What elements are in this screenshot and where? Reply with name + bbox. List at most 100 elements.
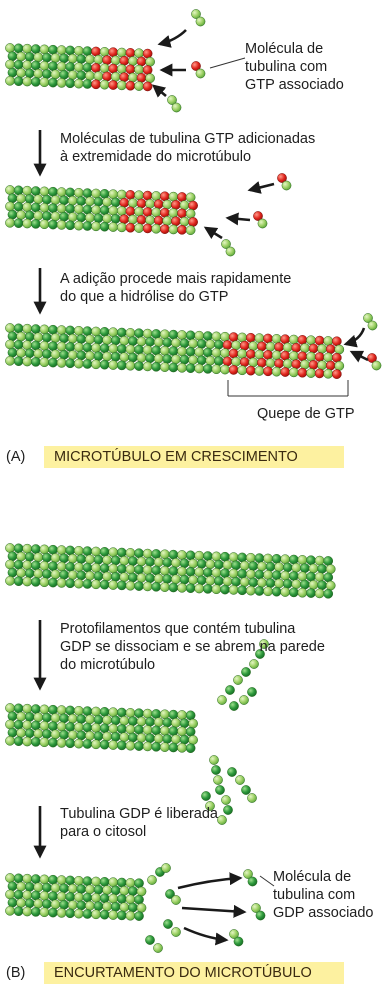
- microtubule-subunit: [56, 561, 67, 572]
- microtubule-subunit: [5, 201, 15, 212]
- microtubule-subunit: [116, 877, 127, 888]
- microtubule-subunit: [73, 545, 84, 556]
- microtubule-subunit: [159, 725, 170, 736]
- microtubule-subunit: [73, 908, 84, 919]
- microtubule-subunit: [136, 903, 147, 913]
- microtubule-subunit: [56, 721, 67, 732]
- microtubule-subunit: [128, 72, 138, 83]
- microtubule-subunit: [282, 562, 293, 573]
- microtubule-subunit: [257, 341, 267, 352]
- microtubule-subunit: [239, 357, 250, 367]
- microtubule-subunit: [39, 186, 50, 197]
- microtubule-subunit: [185, 583, 196, 594]
- microtubule-subunit: [56, 220, 67, 230]
- microtubule-subunit: [162, 354, 173, 364]
- microtubule-subunit: [48, 577, 58, 588]
- microtubule-subunit: [125, 878, 136, 888]
- microtubule-subunit: [91, 63, 101, 73]
- microtubule-subunit: [280, 570, 291, 581]
- panel-a-title-banner: MICROTÚBULO EM CRESCIMENTO: [44, 446, 344, 468]
- microtubule-subunit: [99, 327, 110, 337]
- microtubule-subunit: [142, 223, 153, 234]
- microtubule-subunit: [82, 79, 93, 89]
- microtubule-subunit: [291, 579, 302, 590]
- microtubule-subunit: [59, 569, 69, 580]
- microtubule-subunit: [50, 211, 61, 222]
- microtubule-subunit: [91, 546, 101, 557]
- microtubule-subunit: [134, 708, 144, 719]
- microtubule-subunit: [245, 365, 256, 376]
- microtubule-subunit: [82, 909, 93, 919]
- microtubule-subunit: [102, 885, 112, 895]
- microtubule-subunit: [177, 742, 187, 753]
- microtubule-subunit: [145, 73, 155, 84]
- microtubule-subunit: [153, 733, 164, 744]
- microtubule-subunit: [159, 329, 170, 340]
- microtubule-subunit: [7, 551, 18, 562]
- microtubule-subunit: [13, 719, 24, 730]
- microtubule-subunit: [108, 222, 119, 232]
- microtubule-subunit: [142, 548, 153, 559]
- microtubule-subunit: [42, 712, 52, 723]
- microtubule-subunit: [16, 193, 26, 204]
- microtubule-subunit: [22, 43, 33, 54]
- microtubule-subunit: [162, 337, 173, 348]
- free-gtp-tubulin: [195, 68, 206, 79]
- microtubule-subunit: [16, 210, 26, 220]
- microtubule-subunit: [30, 577, 41, 587]
- microtubule-subunit: [110, 197, 121, 208]
- microtubule-subunit: [136, 198, 147, 209]
- microtubule-subunit: [237, 585, 248, 596]
- microtubule-subunit: [162, 574, 173, 584]
- panel-a-step1-label: Moléculas de tubulina GTP adicionadas à …: [60, 131, 316, 165]
- microtubule-subunit: [179, 558, 190, 569]
- microtubule-subunit: [42, 349, 52, 359]
- peeling-protofilament: [221, 795, 231, 805]
- microtubule-subunit: [125, 910, 136, 921]
- microtubule-subunit: [194, 363, 205, 374]
- microtubule-subunit: [24, 332, 35, 342]
- microtubule-subunit: [151, 223, 162, 234]
- microtubule-subunit: [73, 187, 84, 198]
- microtubule-subunit: [82, 892, 93, 903]
- microtubule-subunit: [50, 569, 61, 580]
- microtubule-subunit: [188, 735, 198, 745]
- microtubule-subunit: [82, 562, 93, 573]
- straight-arrow-icon: [349, 350, 369, 363]
- microtubule-subunit: [168, 582, 179, 593]
- microtubule-subunit: [30, 704, 41, 714]
- microtubule-subunit: [108, 205, 119, 216]
- microtubule-subunit: [248, 357, 259, 368]
- microtubule-subunit: [185, 726, 196, 737]
- microtubule-subunit: [7, 347, 18, 358]
- microtubule-subunit: [50, 53, 61, 63]
- microtubule-subunit: [142, 207, 153, 217]
- free-gtp-tubulin: [367, 353, 377, 363]
- microtubule-subunit: [56, 875, 67, 885]
- microtubule-subunit: [168, 362, 179, 373]
- microtubule-subunit: [334, 361, 345, 371]
- microtubule-subunit: [7, 897, 18, 908]
- microtubule-subunit: [30, 186, 41, 196]
- microtubule-subunit: [142, 581, 153, 592]
- microtubule-subunit: [280, 367, 291, 377]
- microtubule-subunit: [254, 553, 265, 564]
- microtubule-subunit: [56, 358, 67, 368]
- microtubule-subunit: [48, 357, 58, 368]
- microtubule-subunit: [171, 574, 181, 585]
- free-gtp-tubulin: [167, 95, 177, 105]
- microtubule-subunit: [257, 357, 267, 368]
- microtubule-subunit: [7, 711, 18, 722]
- microtubule-subunit: [85, 212, 95, 223]
- peeling-protofilament: [241, 785, 251, 795]
- microtubule-subunit: [237, 569, 248, 579]
- microtubule-subunit: [257, 561, 267, 572]
- microtubule-subunit: [116, 189, 127, 200]
- microtubule-subunit: [153, 573, 164, 584]
- microtubule-subunit: [214, 576, 224, 586]
- microtubule-subunit: [93, 731, 104, 741]
- microtubule-subunit: [82, 62, 93, 73]
- microtubule-subunit: [65, 62, 76, 72]
- microtubule-subunit: [116, 47, 127, 58]
- microtubule-subunit: [39, 874, 50, 885]
